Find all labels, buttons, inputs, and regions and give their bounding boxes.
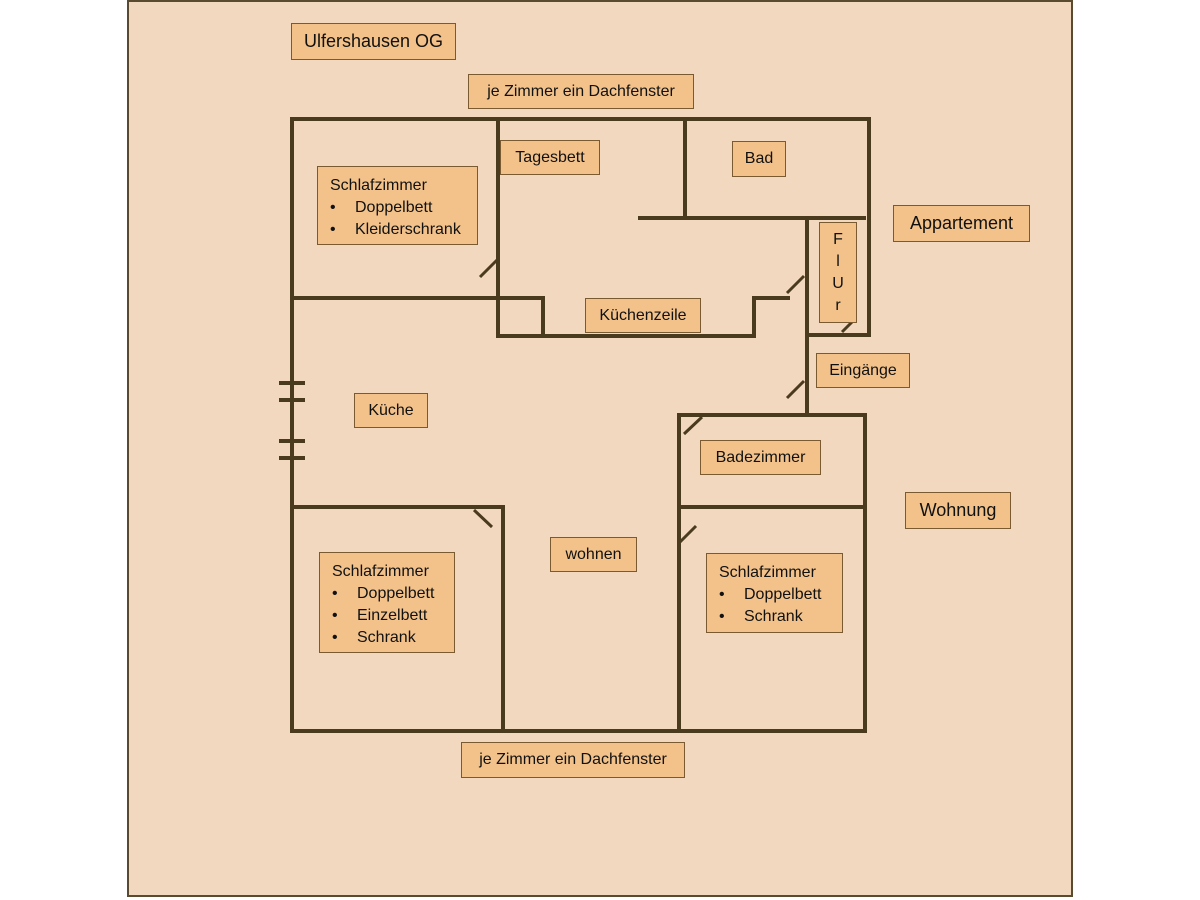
flur-letter: F [833,230,843,248]
room-name: Schlafzimmer [332,563,429,580]
room-label-living: wohnen [550,537,637,572]
furniture-item: Kleiderschrank [330,219,461,241]
room-name: Schlafzimmer [719,564,816,581]
furniture-item: Schrank [719,606,821,628]
window-marks [279,381,305,460]
furniture-item: Doppelbett [330,197,461,219]
label-entrances: Eingänge [816,353,910,388]
room-label-flur: F l U r [819,222,857,323]
furniture-item: Einzelbett [332,605,434,627]
unit-label-wohnung: Wohnung [905,492,1011,529]
flur-letter: l [836,252,840,270]
room-label-bathroom: Badezimmer [700,440,821,475]
plan-title: Ulfershausen OG [291,23,456,60]
window-note-top: je Zimmer ein Dachfenster [468,74,694,109]
door-marks [472,224,857,545]
unit-label-appartement: Appartement [893,205,1030,242]
furniture-item: Doppelbett [332,583,434,605]
window-note-bottom: je Zimmer ein Dachfenster [461,742,685,778]
room-label-bedroom-top: Schlafzimmer Doppelbett Kleiderschrank [317,166,478,245]
flur-letter: r [835,296,841,314]
room-label-daybed: Tagesbett [500,140,600,175]
room-label-kitchen: Küche [354,393,428,428]
furniture-item: Schrank [332,627,434,649]
room-label-kitchenette: Küchenzeile [585,298,701,333]
furniture-item: Doppelbett [719,584,821,606]
room-label-bad: Bad [732,141,786,177]
room-label-bedroom-bottom-right: Schlafzimmer Doppelbett Schrank [706,553,843,633]
flur-letter: U [832,274,844,292]
room-name: Schlafzimmer [330,177,427,194]
room-label-bedroom-bottom-left: Schlafzimmer Doppelbett Einzelbett Schra… [319,552,455,653]
